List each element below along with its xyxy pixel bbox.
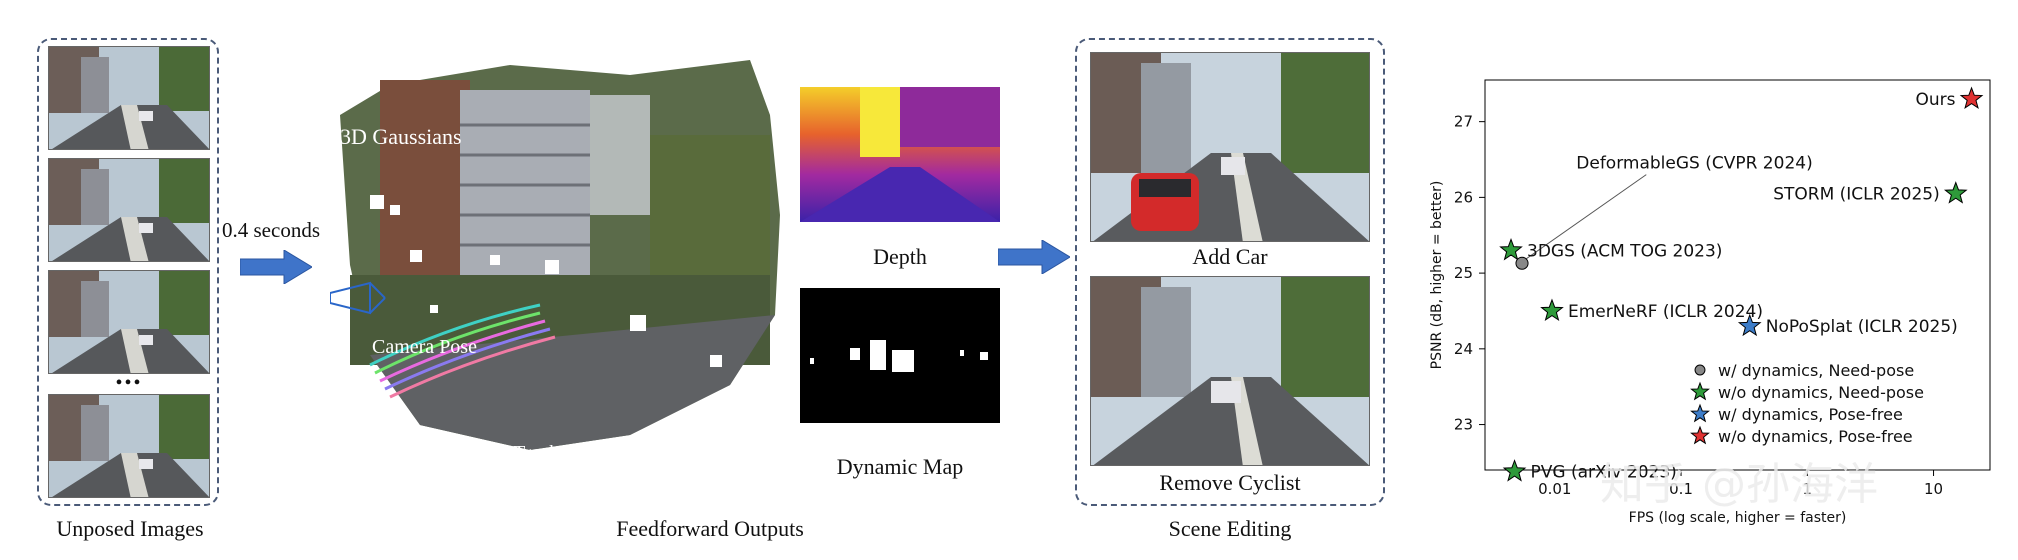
- remove-cyclist-image: [1090, 276, 1370, 466]
- data-point-star: [1737, 313, 1762, 337]
- legend: w/ dynamics, Need-pose w/o dynamics, Need…: [1690, 361, 1924, 446]
- depth-map: [800, 87, 1000, 222]
- y-tick-label: 24: [1454, 340, 1473, 358]
- annotation-line: [1521, 174, 1647, 263]
- unposed-images-caption: Unposed Images: [56, 516, 204, 541]
- data-point-label: Ours: [1916, 90, 1956, 110]
- depth-label: Depth: [873, 244, 927, 269]
- data-point-star: [1959, 86, 1984, 109]
- data-point-star: [1499, 237, 1523, 261]
- camera-pose-label: Camera Pose: [372, 336, 477, 358]
- arrow-right-icon: [240, 250, 312, 284]
- street-image-1: [48, 46, 210, 150]
- psnr-fps-scatter-chart: 0.01 0.1 1 10 23 24 25 26 27 DeformableGS (CVPR …: [1429, 79, 1991, 526]
- scene-editing-caption: Scene Editing: [1168, 516, 1292, 541]
- legend-marker: [1690, 381, 1710, 401]
- y-tick-label: 23: [1454, 416, 1473, 434]
- legend-marker: [1694, 364, 1706, 376]
- feedforward-caption: Feedforward Outputs: [616, 516, 804, 541]
- annotation-label: DeformableGS (CVPR 2024): [1576, 154, 1812, 174]
- scene-editing-panel: [1075, 38, 1385, 506]
- unposed-images-panel: [37, 38, 219, 506]
- street-image-3: [48, 270, 210, 374]
- remove-cyclist-label: Remove Cyclist: [1159, 470, 1301, 495]
- legend-marker: [1690, 403, 1710, 423]
- x-axis-label: FPS (log scale, higher = faster): [1629, 510, 1847, 526]
- legend-entry-label: w/ dynamics, Pose-free: [1718, 405, 1903, 424]
- data-point-label: NoPoSplat (ICLR 2025): [1766, 317, 1958, 337]
- gaussian-reconstruction-render: [329, 55, 795, 480]
- dynamic-map: [800, 288, 1000, 423]
- x-tick-label: 1: [1803, 480, 1813, 498]
- x-tick-label: 0.01: [1538, 480, 1571, 498]
- data-point-label: 3DGS (ACM TOG 2023): [1527, 241, 1722, 261]
- y-tick-label: 25: [1454, 264, 1473, 282]
- add-car-image: [1090, 52, 1370, 242]
- data-point-circle: [1515, 256, 1529, 270]
- tracking-label: 3D Tracking: [484, 442, 585, 464]
- arrow-right-icon: [998, 240, 1070, 274]
- x-tick-label: 10: [1924, 480, 1943, 498]
- dynamic-map-label: Dynamic Map: [836, 454, 964, 479]
- data-point-star: [1540, 298, 1564, 322]
- y-tick-label: 27: [1454, 113, 1473, 131]
- y-axis-label: PSNR (dB, higher = better): [1429, 181, 1445, 370]
- legend-marker: [1690, 425, 1710, 445]
- legend-entry-label: w/ dynamics, Need-pose: [1718, 361, 1914, 380]
- ellipsis: •••: [115, 372, 143, 394]
- data-point-label: EmerNeRF (ICLR 2024): [1568, 302, 1763, 322]
- street-image-4: [48, 394, 210, 498]
- street-image-2: [48, 158, 210, 262]
- data-point-star: [1943, 181, 1968, 204]
- data-point-label: PVG (arXiv 2023): [1531, 463, 1677, 483]
- data-point-label: STORM (ICLR 2025): [1773, 185, 1940, 205]
- plot-area: [1484, 79, 1991, 471]
- add-car-label: Add Car: [1192, 244, 1268, 269]
- watermark: 知乎 @孙海洋: [1600, 459, 1878, 510]
- data-point-star: [1502, 459, 1527, 482]
- arrow-time-label: 0.4 seconds: [222, 218, 320, 242]
- legend-entry-label: w/o dynamics, Need-pose: [1718, 383, 1924, 402]
- legend-entry-label: w/o dynamics, Pose-free: [1718, 427, 1913, 446]
- y-tick-label: 26: [1454, 188, 1473, 206]
- x-tick-label: 0.1: [1669, 480, 1693, 498]
- gaussians-label: 3D Gaussians: [340, 124, 462, 149]
